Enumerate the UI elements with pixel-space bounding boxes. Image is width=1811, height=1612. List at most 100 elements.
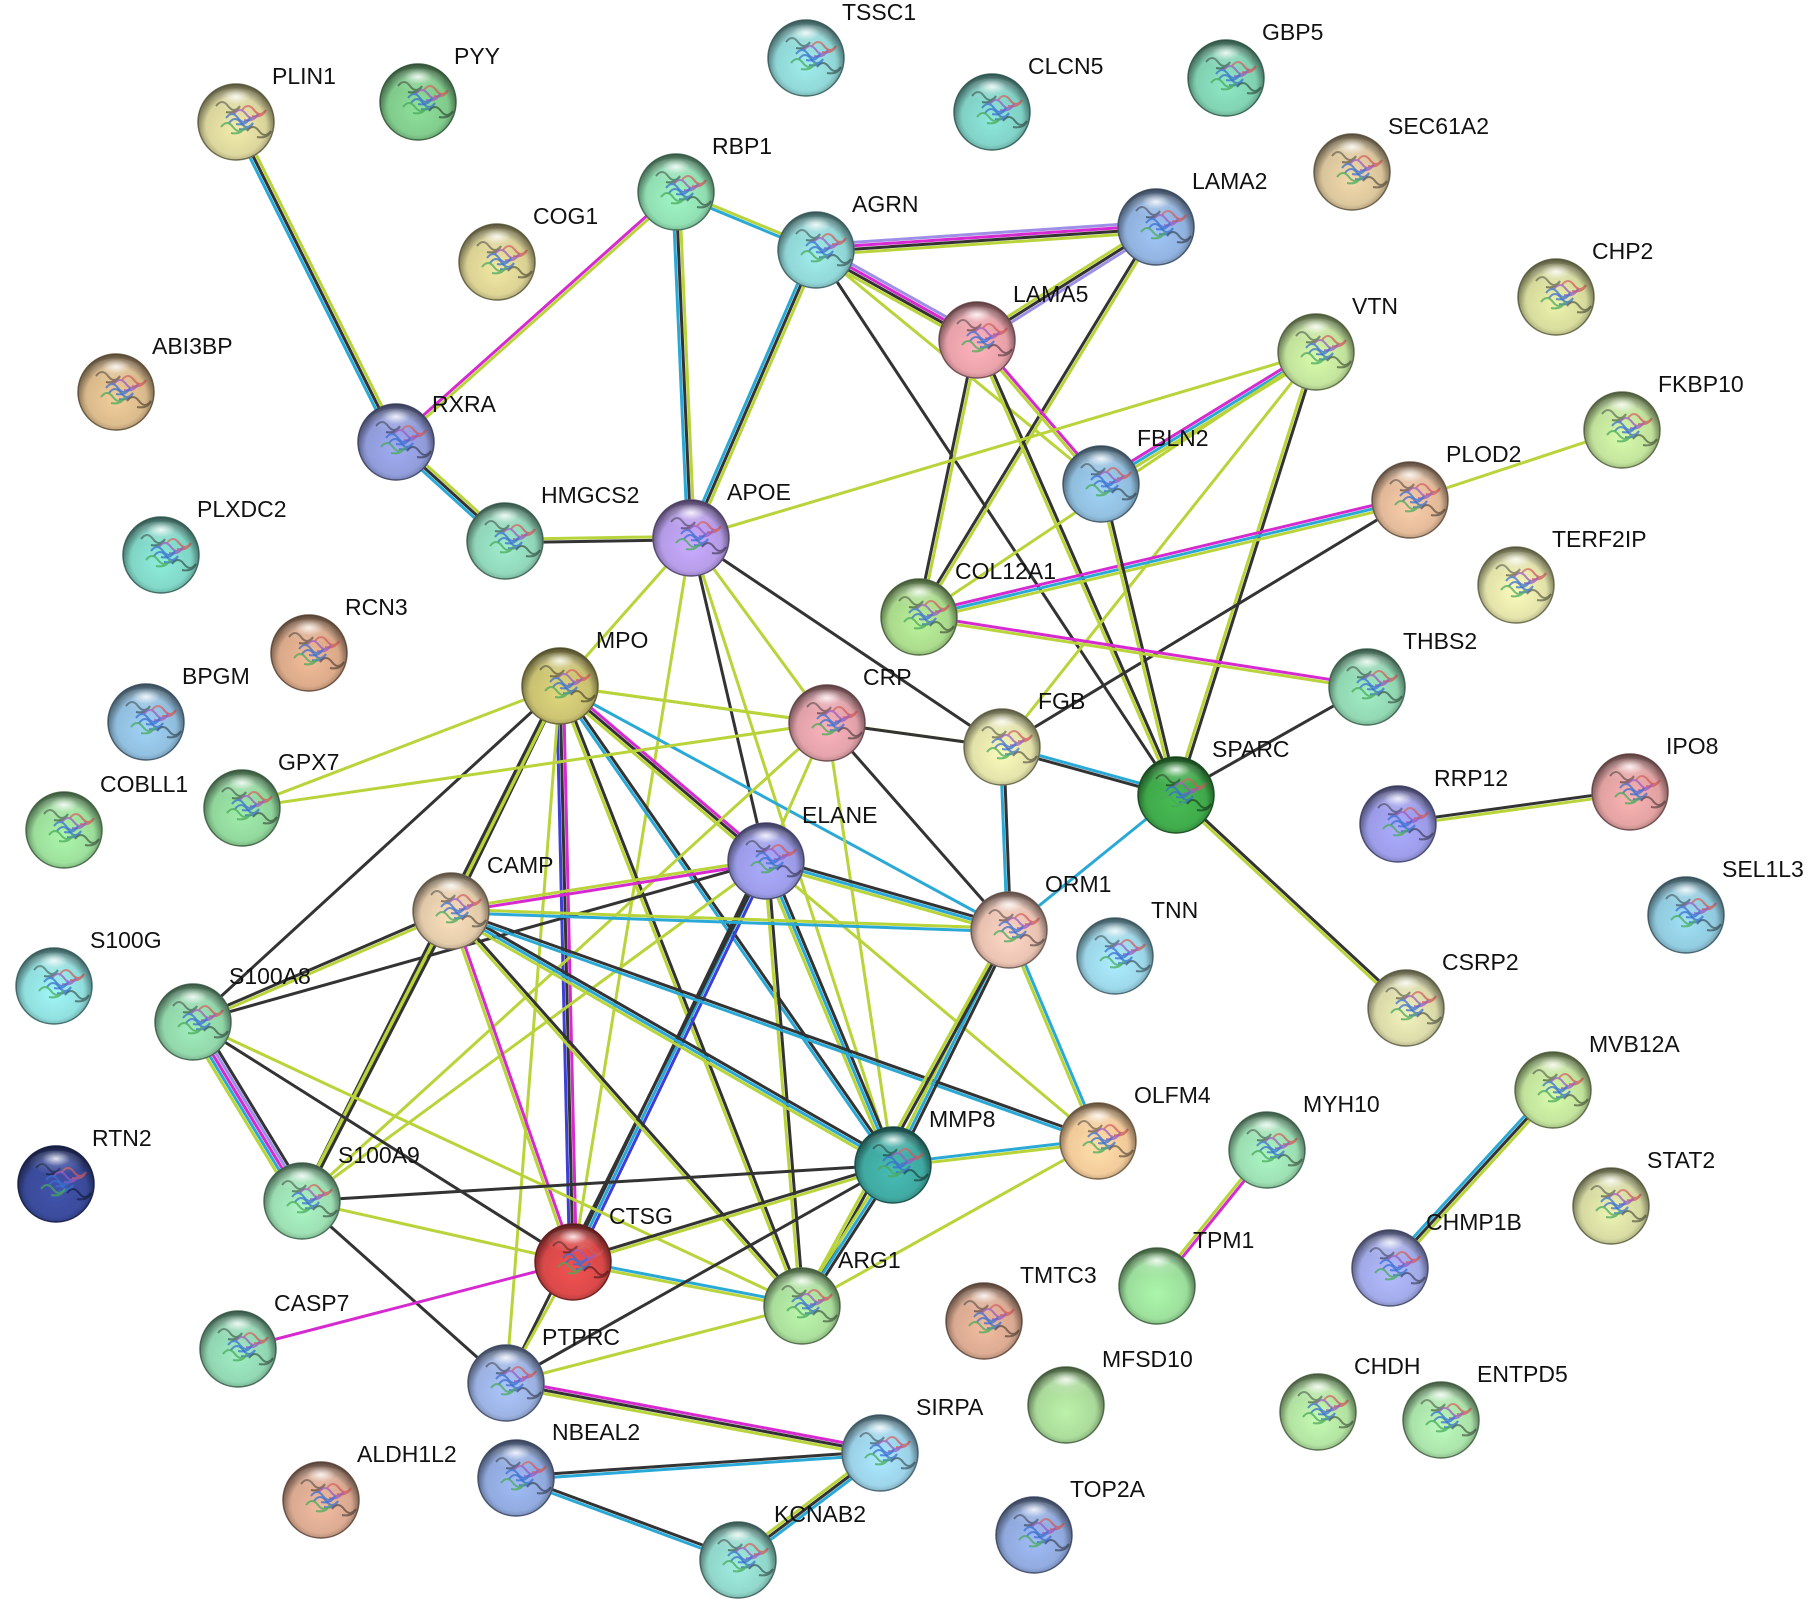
node-sphere[interactable] (880, 578, 958, 656)
node-sirpa[interactable]: SIRPA (841, 1394, 984, 1492)
node-fkbp10[interactable]: FKBP10 (1583, 371, 1744, 469)
node-sphere[interactable] (1228, 1111, 1306, 1189)
node-apoe[interactable]: APOE (652, 479, 791, 577)
node-kcnab2[interactable]: KCNAB2 (699, 1501, 866, 1599)
node-sphere[interactable] (1572, 1167, 1650, 1245)
node-sphere[interactable] (197, 83, 275, 161)
node-sphere[interactable] (379, 63, 457, 141)
node-abi3bp[interactable]: ABI3BP (77, 333, 233, 431)
node-gbp5[interactable]: GBP5 (1187, 19, 1323, 117)
node-chdh[interactable]: CHDH (1279, 1353, 1420, 1451)
node-sphere[interactable] (1027, 1366, 1105, 1444)
node-sphere[interactable] (107, 683, 185, 761)
node-sphere[interactable] (1647, 876, 1725, 954)
node-sphere[interactable] (1402, 1381, 1480, 1459)
node-sphere[interactable] (203, 769, 281, 847)
node-sphere[interactable] (1517, 258, 1595, 336)
node-sphere[interactable] (477, 1439, 555, 1517)
node-sphere[interactable] (270, 614, 348, 692)
node-sphere[interactable] (1117, 188, 1195, 266)
node-terf2ip[interactable]: TERF2IP (1477, 526, 1647, 624)
node-fbln2[interactable]: FBLN2 (1062, 425, 1209, 523)
node-ipo8[interactable]: IPO8 (1591, 733, 1718, 831)
node-chp2[interactable]: CHP2 (1517, 238, 1653, 336)
node-sphere[interactable] (77, 353, 155, 431)
node-sphere[interactable] (458, 223, 536, 301)
node-sphere[interactable] (995, 1496, 1073, 1574)
node-sphere[interactable] (1477, 546, 1555, 624)
node-sphere[interactable] (777, 211, 855, 289)
node-sphere[interactable] (1583, 391, 1661, 469)
node-sphere[interactable] (282, 1461, 360, 1539)
node-sphere[interactable] (122, 516, 200, 594)
node-crp[interactable]: CRP (788, 664, 912, 762)
node-plin1[interactable]: PLIN1 (197, 63, 336, 161)
node-nbeal2[interactable]: NBEAL2 (477, 1419, 640, 1517)
node-sphere[interactable] (154, 983, 232, 1061)
node-clcn5[interactable]: CLCN5 (953, 53, 1103, 151)
node-sphere[interactable] (1371, 461, 1449, 539)
node-sphere[interactable] (970, 891, 1048, 969)
node-sphere[interactable] (17, 1145, 95, 1223)
node-myh10[interactable]: MYH10 (1228, 1091, 1380, 1189)
node-sphere[interactable] (1076, 917, 1154, 995)
node-s100a9[interactable]: S100A9 (263, 1142, 420, 1240)
node-bpgm[interactable]: BPGM (107, 663, 250, 761)
node-sphere[interactable] (841, 1414, 919, 1492)
node-plxdc2[interactable]: PLXDC2 (122, 496, 286, 594)
node-cog1[interactable]: COG1 (458, 203, 598, 301)
node-sphere[interactable] (1591, 753, 1669, 831)
node-lama5[interactable]: LAMA5 (938, 281, 1088, 379)
node-casp7[interactable]: CASP7 (199, 1290, 349, 1388)
node-sphere[interactable] (1351, 1229, 1429, 1307)
node-rtn2[interactable]: RTN2 (17, 1125, 152, 1223)
node-sec61a2[interactable]: SEC61A2 (1313, 113, 1489, 211)
node-sphere[interactable] (1118, 1247, 1196, 1325)
node-sphere[interactable] (412, 872, 490, 950)
node-cobll1[interactable]: COBLL1 (25, 771, 188, 869)
node-sphere[interactable] (1313, 133, 1391, 211)
node-sphere[interactable] (199, 1310, 277, 1388)
node-sphere[interactable] (1137, 756, 1215, 834)
node-csrp2[interactable]: CSRP2 (1367, 949, 1519, 1047)
node-sphere[interactable] (1359, 785, 1437, 863)
node-thbs2[interactable]: THBS2 (1328, 628, 1477, 726)
node-tnn[interactable]: TNN (1076, 897, 1198, 995)
node-sphere[interactable] (1279, 1373, 1357, 1451)
node-sphere[interactable] (263, 1162, 341, 1240)
node-sphere[interactable] (1062, 445, 1140, 523)
node-sparc[interactable]: SPARC (1137, 736, 1290, 834)
node-sphere[interactable] (15, 947, 93, 1025)
node-rbp1[interactable]: RBP1 (637, 133, 772, 231)
node-sphere[interactable] (963, 708, 1041, 786)
node-sphere[interactable] (767, 19, 845, 97)
node-sphere[interactable] (953, 73, 1031, 151)
node-sphere[interactable] (652, 499, 730, 577)
node-sphere[interactable] (1277, 313, 1355, 391)
node-sphere[interactable] (466, 502, 544, 580)
node-mfsd10[interactable]: MFSD10 (1027, 1346, 1193, 1444)
node-sphere[interactable] (467, 1344, 545, 1422)
node-sphere[interactable] (788, 684, 866, 762)
node-mpo[interactable]: MPO (521, 627, 648, 725)
node-entpd5[interactable]: ENTPD5 (1402, 1361, 1568, 1459)
node-lama2[interactable]: LAMA2 (1117, 168, 1267, 266)
node-top2a[interactable]: TOP2A (995, 1476, 1146, 1574)
node-fgb[interactable]: FGB (963, 688, 1085, 786)
node-tpm1[interactable]: TPM1 (1118, 1227, 1254, 1325)
node-sphere[interactable] (1187, 39, 1265, 117)
node-sphere[interactable] (727, 822, 805, 900)
node-chmp1b[interactable]: CHMP1B (1351, 1209, 1522, 1307)
node-pyy[interactable]: PYY (379, 43, 500, 141)
node-sphere[interactable] (534, 1223, 612, 1301)
node-sphere[interactable] (1328, 648, 1406, 726)
node-sphere[interactable] (699, 1521, 777, 1599)
node-mvb12a[interactable]: MVB12A (1514, 1031, 1680, 1129)
node-sphere[interactable] (357, 403, 435, 481)
node-aldh1l2[interactable]: ALDH1L2 (282, 1441, 457, 1539)
node-sphere[interactable] (521, 647, 599, 725)
node-sphere[interactable] (637, 153, 715, 231)
node-vtn[interactable]: VTN (1277, 293, 1398, 391)
node-tssc1[interactable]: TSSC1 (767, 0, 916, 97)
node-sphere[interactable] (1059, 1102, 1137, 1180)
